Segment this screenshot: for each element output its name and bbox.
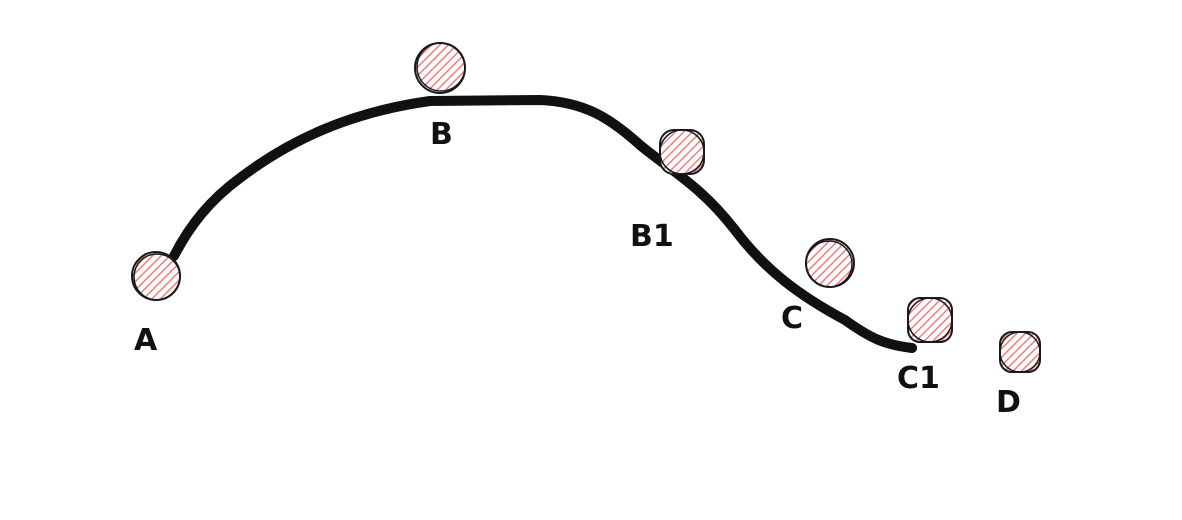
path-end-dot [907, 343, 917, 353]
label-B1: B1 [630, 219, 674, 254]
path-curve [169, 95, 917, 353]
label-B: B [430, 117, 453, 152]
label-C: C [781, 301, 804, 336]
label-C1: C1 [897, 361, 940, 396]
label-A: A [134, 323, 158, 358]
marker-B [414, 42, 466, 94]
marker-B1 [659, 129, 705, 175]
marker-D [999, 331, 1041, 373]
label-D: D [996, 385, 1021, 420]
marker-C1 [907, 297, 953, 343]
marker-C [805, 238, 855, 288]
marker-A [131, 251, 181, 301]
